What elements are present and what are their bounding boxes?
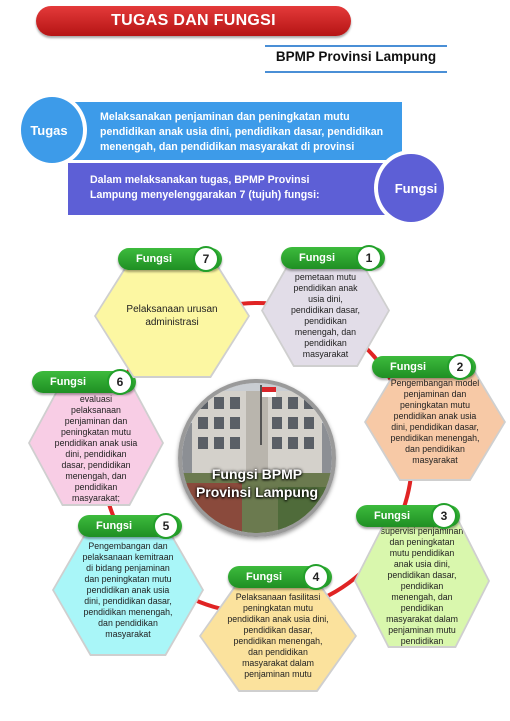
function-label-4: Fungsi	[246, 571, 283, 583]
function-number-2: 2	[447, 354, 473, 380]
function-pill-4: Fungsi 4	[228, 564, 332, 590]
function-number-6: 6	[107, 369, 133, 395]
fungsi-label: Fungsi	[394, 180, 438, 196]
building-illustration	[182, 383, 332, 533]
function-pill-6: Fungsi 6	[32, 369, 136, 395]
function-pill-2: Fungsi 2	[372, 354, 476, 380]
function-pill-1: Fungsi 1	[281, 245, 385, 271]
center-title-line-1: Fungsi BPMP	[211, 466, 303, 482]
function-label-5: Fungsi	[96, 520, 133, 532]
function-text-7: Pelaksanaan urusan administrasi	[126, 304, 218, 328]
function-card-2: Pengembangan model penjaminan dan pening…	[366, 365, 504, 479]
fungsi-badge: Fungsi	[374, 150, 448, 226]
function-label-7: Fungsi	[136, 253, 173, 265]
function-number-7: 7	[193, 246, 219, 272]
function-card-4: Pelaksanaan fasilitasi peningkatan mutu …	[201, 582, 355, 690]
center-title: Fungsi BPMP Provinsi Lampung	[182, 465, 332, 501]
function-label-2: Fungsi	[390, 361, 427, 373]
tugas-badge: Tugas	[17, 93, 87, 167]
function-number-3: 3	[431, 503, 457, 529]
function-text-4: Pelaksanaan fasilitasi peningkatan mutu …	[227, 592, 329, 679]
fungsi-panel: Dalam melaksanakan tugas, BPMP Provinsi …	[68, 163, 402, 215]
function-pill-7: Fungsi 7	[118, 246, 222, 272]
function-number-1: 1	[356, 245, 382, 271]
tugas-label: Tugas	[30, 122, 68, 138]
function-pill-3: Fungsi 3	[356, 503, 460, 529]
fungsi-text: Dalam melaksanakan tugas, BPMP Provinsi …	[90, 174, 320, 201]
page-title: TUGAS DAN FUNGSI	[36, 6, 351, 36]
divider-bottom	[265, 71, 447, 73]
function-card-6: Pemantauan dan evaluasi pelaksanaan penj…	[30, 382, 162, 504]
function-label-1: Fungsi	[299, 252, 336, 264]
function-number-4: 4	[303, 564, 329, 590]
tugas-text: Melaksanakan penjaminan dan peningkatan …	[100, 111, 384, 153]
divider-top	[265, 45, 447, 47]
organization-name: BPMP Provinsi Lampung	[275, 49, 437, 64]
function-number-5: 5	[153, 513, 179, 539]
tugas-panel: Melaksanakan penjaminan dan peningkatan …	[68, 102, 402, 160]
center-photo: Fungsi BPMP Provinsi Lampung	[178, 379, 336, 537]
function-label-3: Fungsi	[374, 510, 411, 522]
function-text-2: Pengembangan model penjaminan dan pening…	[390, 378, 480, 465]
function-label-6: Fungsi	[50, 376, 87, 388]
center-title-line-2: Provinsi Lampung	[195, 484, 319, 500]
function-pill-5: Fungsi 5	[78, 513, 182, 539]
function-text-5: Pengembangan dan pelaksanaan kemitraan d…	[82, 540, 174, 639]
function-card-3: Pelaksanaan supervisi penjaminan dan pen…	[356, 516, 488, 646]
